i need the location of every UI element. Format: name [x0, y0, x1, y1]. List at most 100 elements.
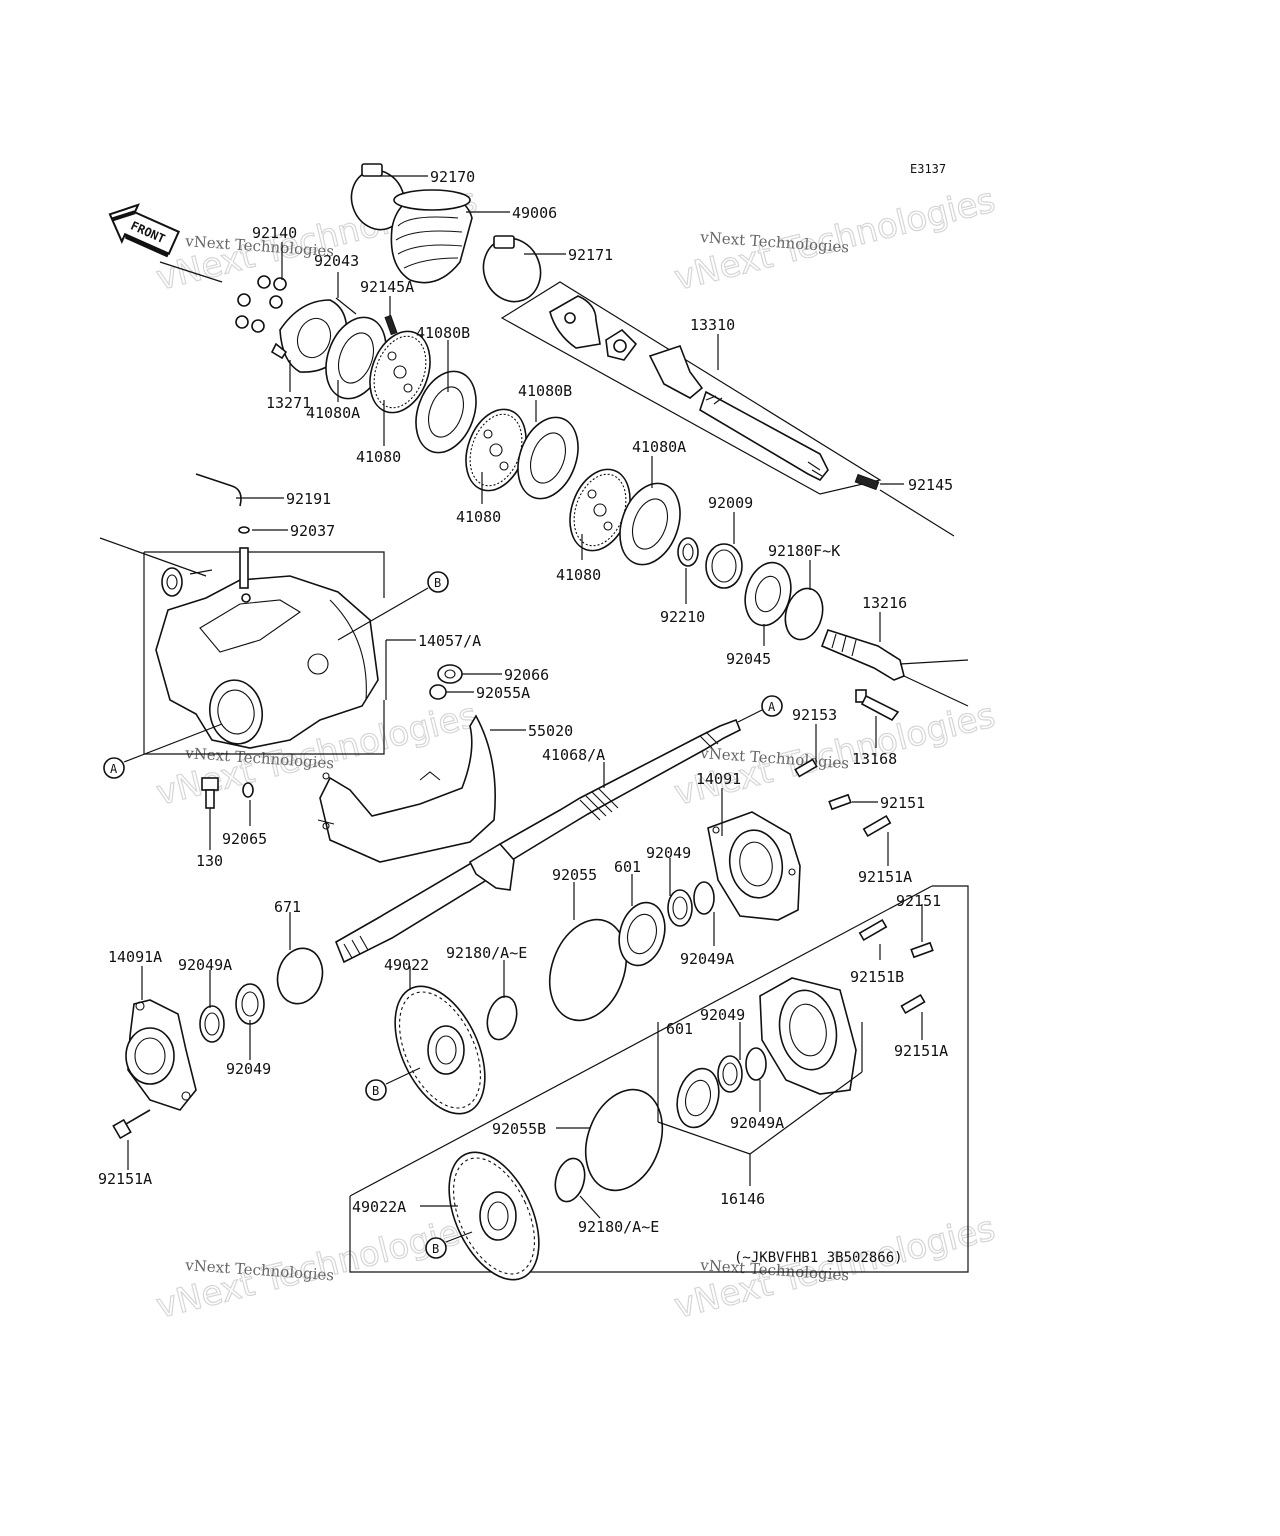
ref-line-b-top: [337, 587, 429, 641]
oil-seal-92009: [705, 543, 743, 589]
svg-text:B: B: [432, 1242, 439, 1256]
label-49022: 49022: [384, 956, 429, 974]
label-92049a-3: 92049A: [730, 1114, 784, 1132]
label-13168: 13168: [852, 750, 897, 768]
pin-left-small: [189, 569, 213, 575]
label-92009: 92009: [708, 494, 753, 512]
nut-92066: [437, 664, 463, 684]
bolt-92151a-lower: [900, 993, 926, 1015]
label-49006: 49006: [512, 204, 557, 222]
ref-marker-b-gear: B: [365, 1079, 387, 1101]
guide-housing-top: [144, 551, 385, 598]
guide-13216-b: [899, 659, 969, 665]
label-92180-a-e-1: 92180/A~E: [446, 944, 527, 962]
friction-plate-41080b-1: [415, 370, 477, 454]
washer-92065: [242, 782, 254, 798]
label-14091a: 14091A: [108, 948, 162, 966]
cover-14091: [707, 811, 801, 921]
seal-92049-upper: [667, 889, 693, 927]
propeller-shaft-13310: [500, 281, 882, 495]
label-92065: 92065: [222, 830, 267, 848]
label-92151-2: 92151: [896, 892, 941, 910]
diagram-code: E3137: [910, 162, 946, 176]
label-41080b-1: 41080B: [416, 324, 470, 342]
part-labels: 92170 49006 92171 92140 92043 92145A 133…: [98, 168, 953, 1236]
label-14091: 14091: [696, 770, 741, 788]
label-92043: 92043: [314, 252, 359, 270]
label-92066: 92066: [504, 666, 549, 684]
label-92151-1: 92151: [880, 794, 925, 812]
bolt-92151-lower: [910, 941, 934, 959]
label-92151a-2: 92151A: [894, 1042, 948, 1060]
label-92151a-1: 92151A: [858, 868, 912, 886]
pin-13168: [855, 689, 900, 722]
label-92210: 92210: [660, 608, 705, 626]
label-92055: 92055: [552, 866, 597, 884]
label-92191: 92191: [286, 490, 331, 508]
ref-line-b-gear: [385, 1067, 421, 1085]
boot-clamp-92171: [482, 235, 542, 303]
bolt-92151-upper: [828, 793, 852, 811]
label-671: 671: [274, 898, 301, 916]
label-92151b: 92151B: [850, 968, 904, 986]
cover-14091a: [125, 999, 197, 1111]
seal-92049a-left: [199, 1005, 225, 1043]
label-92045: 92045: [726, 650, 771, 668]
guide-13216: [903, 675, 969, 707]
drive-shaft-41068: [334, 718, 742, 964]
balls-92140: [235, 275, 287, 333]
label-41080-1: 41080: [356, 448, 401, 466]
svg-text:B: B: [372, 1084, 379, 1098]
label-92055a: 92055A: [476, 684, 530, 702]
o-ring-92055: [548, 918, 628, 1022]
bearing-601-lower: [676, 1067, 720, 1129]
pinion-13216: [820, 629, 905, 681]
label-13271: 13271: [266, 394, 311, 412]
label-49022a: 49022A: [352, 1198, 406, 1216]
front-guide-line: [159, 261, 223, 283]
ref-marker-b-top: B: [427, 571, 449, 593]
shim-92180-a-e-1: [486, 995, 518, 1041]
clutch-disc-41080-1: [369, 330, 431, 414]
leader-lines: [127, 175, 923, 1219]
label-92049-1: 92049: [646, 844, 691, 862]
ring-gear-49022: [394, 985, 486, 1115]
label-92049-3: 92049: [226, 1060, 271, 1078]
label-55020: 55020: [528, 722, 573, 740]
label-41068a: 41068/A: [542, 746, 605, 764]
label-92055b: 92055B: [492, 1120, 546, 1138]
ref-marker-a-left: A: [103, 757, 125, 779]
shim-92180f-k: [784, 587, 824, 641]
label-13310: 13310: [690, 316, 735, 334]
boot-49006: [390, 189, 473, 284]
label-92151a-3: 92151A: [98, 1170, 152, 1188]
ref-line-b-lower: [445, 1231, 473, 1243]
front-arrow-icon: FRONT: [108, 203, 181, 258]
ref-marker-b-lower: B: [425, 1237, 447, 1259]
label-14057a: 14057/A: [418, 632, 481, 650]
bearing-601-upper: [618, 901, 666, 967]
seal-92210: [677, 537, 699, 567]
spring-92145a: [384, 314, 398, 336]
guide-left-top: [99, 537, 207, 577]
seal-left-small: [161, 567, 183, 597]
variant-box-outline: [349, 885, 969, 1273]
label-92049a-1: 92049A: [680, 950, 734, 968]
o-ring-92055a: [429, 684, 447, 700]
seal-92049-lower: [717, 1055, 743, 1093]
friction-plate-41080a-2: [619, 482, 681, 566]
o-ring-92055b: [584, 1088, 664, 1192]
ref-line-a-left: [123, 723, 223, 763]
label-92180-a-e-2: 92180/A~E: [578, 1218, 659, 1236]
label-92140: 92140: [252, 224, 297, 242]
friction-plate-41080b-2: [517, 416, 579, 500]
label-16146: 16146: [720, 1190, 765, 1208]
label-92049-2: 92049: [700, 1006, 745, 1024]
svg-text:A: A: [768, 700, 776, 714]
o-ring-671: [276, 947, 324, 1005]
label-41080a-1: 41080A: [306, 404, 360, 422]
label-41080-2: 41080: [456, 508, 501, 526]
bolt-92151a-upper: [862, 814, 892, 838]
label-13216: 13216: [862, 594, 907, 612]
